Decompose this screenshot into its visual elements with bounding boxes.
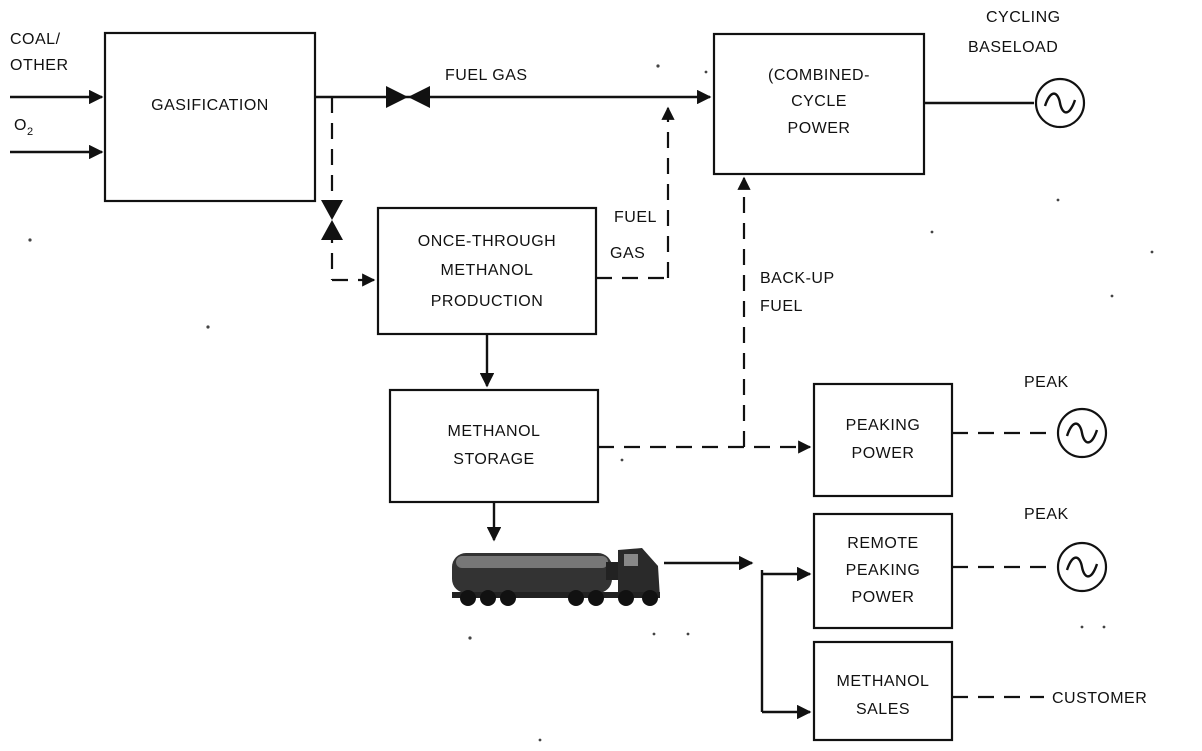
peaking-power-label-line2: POWER bbox=[852, 445, 915, 462]
fuel-gas-top-label: FUEL GAS bbox=[445, 67, 528, 84]
fuel-gas-valve-icon bbox=[386, 86, 430, 108]
gasification-box bbox=[105, 33, 315, 201]
methanol-storage-box bbox=[390, 390, 598, 502]
methanol-sales-label-line2: SALES bbox=[856, 701, 910, 718]
coal-label-line1: COAL/ bbox=[10, 31, 61, 48]
methanol-storage-label-line1: METHANOL bbox=[448, 423, 541, 440]
fuel-gas-side-label-line1: FUEL bbox=[614, 209, 657, 226]
coal-label-line2: OTHER bbox=[10, 57, 69, 74]
combined-cycle-label-line3: POWER bbox=[788, 120, 851, 137]
methanol-storage-label-line2: STORAGE bbox=[453, 451, 534, 468]
peaking-power-label-line1: PEAKING bbox=[846, 417, 921, 434]
methanol-production-label-line3: PRODUCTION bbox=[431, 293, 544, 310]
backup-fuel-label-line2: FUEL bbox=[760, 298, 803, 315]
bypass-valve-icon bbox=[321, 200, 343, 240]
tanker-truck-icon bbox=[452, 548, 660, 606]
gasification-label: GASIFICATION bbox=[151, 97, 269, 114]
methanol-sales-box bbox=[814, 642, 952, 740]
baseload-generator-icon bbox=[1036, 79, 1084, 127]
peaking-power-box bbox=[814, 384, 952, 496]
remote-peaking-power-label-line2: PEAKING bbox=[846, 562, 921, 579]
fuel-gas-side-label-line2: GAS bbox=[610, 245, 645, 262]
oxygen-label: O2 bbox=[14, 117, 34, 138]
methanol-production-label-line2: METHANOL bbox=[441, 262, 534, 279]
methanol-sales-label-line1: METHANOL bbox=[837, 673, 930, 690]
remote-peaking-power-label-line3: POWER bbox=[852, 589, 915, 606]
remote-peaking-power-label-line1: REMOTE bbox=[847, 535, 918, 552]
combined-cycle-label-line1: (COMBINED- bbox=[768, 67, 870, 84]
backup-fuel-label-line1: BACK-UP bbox=[760, 270, 835, 287]
peak-generator-icon-2 bbox=[1058, 543, 1106, 591]
baseload-label: BASELOAD bbox=[968, 39, 1058, 56]
combined-cycle-label-line2: CYCLE bbox=[791, 93, 847, 110]
customer-label: CUSTOMER bbox=[1052, 690, 1147, 707]
peak-label-1: PEAK bbox=[1024, 374, 1069, 391]
cycling-label: CYCLING bbox=[986, 9, 1061, 26]
methanol-production-label-line1: ONCE-THROUGH bbox=[418, 233, 556, 250]
peak-label-2: PEAK bbox=[1024, 506, 1069, 523]
peak-generator-icon-1 bbox=[1058, 409, 1106, 457]
